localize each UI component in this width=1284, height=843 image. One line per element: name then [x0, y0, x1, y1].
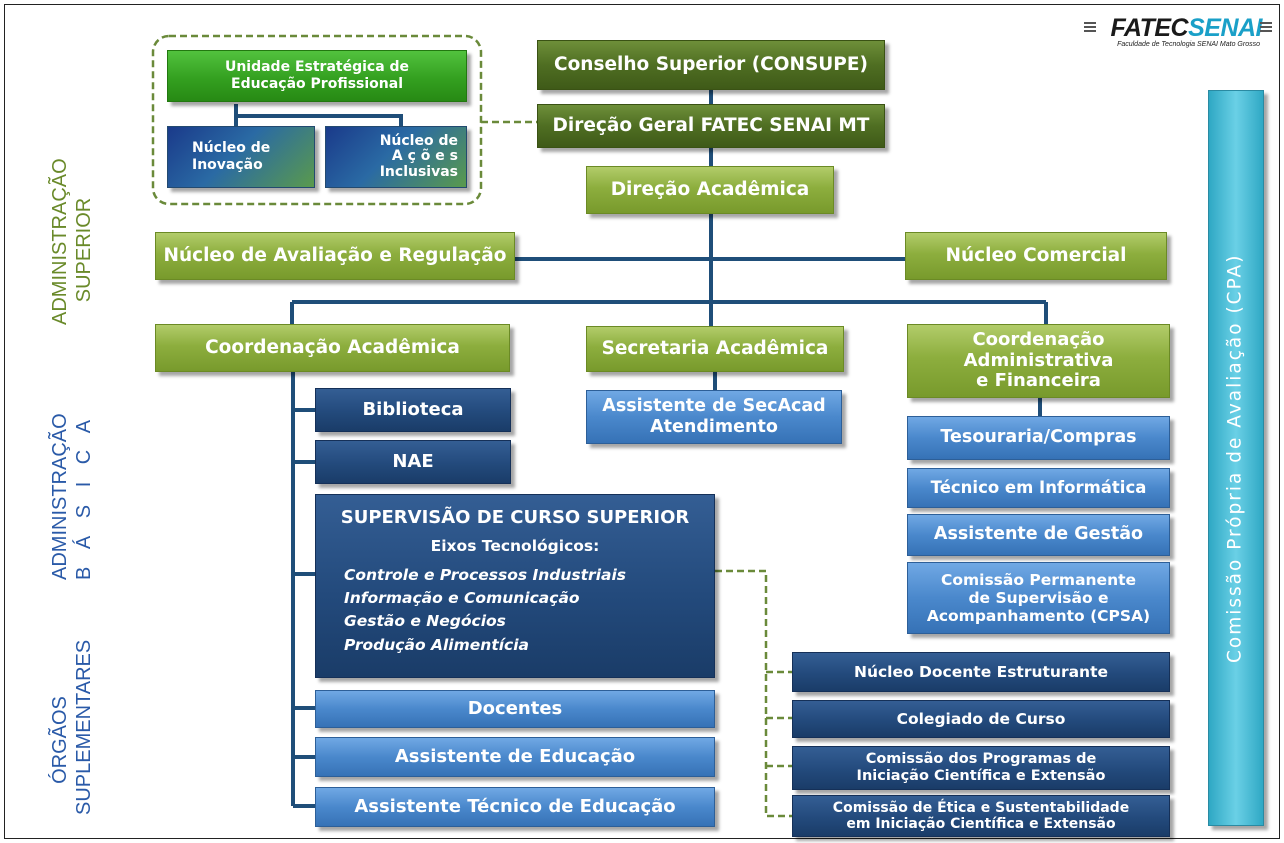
logo-bars-right — [1260, 22, 1272, 32]
nucleo-inovacao-line1: Núcleo de — [192, 139, 271, 156]
cpa-label: Comissão Própria de Avaliação (CPA) — [1224, 253, 1246, 663]
unidade-branch — [234, 104, 403, 126]
coord-adm-line1: Coordenação — [972, 328, 1105, 350]
supervisao-dashed-ticks — [766, 670, 792, 768]
assistente-secacad-line2: Atendimento — [650, 417, 778, 437]
coord-administrativa-box: Coordenação Administrativa e Financeira — [907, 324, 1170, 398]
coord-adm-line2: Administrativa — [963, 349, 1114, 371]
nucleo-avaliacao-box: Núcleo de Avaliação e Regulação — [155, 232, 515, 280]
assistente-tecnico-box: Assistente Técnico de Educação — [315, 787, 715, 827]
logo-senai-text: SENAI — [1188, 14, 1262, 42]
nucleo-inovacao-line2: Inovação — [192, 157, 263, 173]
colegiado-label: Colegiado de Curso — [896, 709, 1066, 728]
side-label-admin-basica: ADMINISTRAÇÃO B Á S I C A — [49, 413, 101, 580]
direcao-academica-box: Direção Acadêmica — [586, 166, 834, 214]
comissao-programas-line2: Iniciação Científica e Extensão — [856, 768, 1106, 784]
tecnico-informatica-box: Técnico em Informática — [907, 468, 1170, 508]
side-label-orgaos-line2: SUPLEMENTARES — [72, 639, 95, 815]
side-label-admin-basica-line2: B Á S I C A — [72, 413, 95, 580]
nucleo-acoes-line1: Núcleo de — [379, 132, 458, 149]
comissao-etica-box: Comissão de Ética e Sustentabilidade em … — [792, 795, 1170, 837]
side-label-admin-superior-line2: SUPERIOR — [72, 197, 95, 303]
nucleo-inovacao-box: Núcleo de Inovação — [167, 126, 315, 188]
consupe-box: Conselho Superior (CONSUPE) — [537, 40, 885, 90]
assistente-gestao-box: Assistente de Gestão — [907, 514, 1170, 556]
eixo-item: Controle e Processos Industriais — [344, 565, 627, 584]
comissao-etica-line2: em Iniciação Científica e Extensão — [846, 816, 1116, 832]
nae-box: NAE — [315, 440, 511, 484]
nucleo-acoes-line3: Inclusivas — [379, 163, 458, 180]
unidade-dashed-group — [151, 34, 483, 206]
supervisao-title: SUPERVISÃO DE CURSO SUPERIOR — [340, 507, 690, 528]
secretaria-academica-box: Secretaria Acadêmica — [586, 326, 844, 372]
eixo-item: Gestão e Negócios — [344, 612, 506, 631]
assistente-secacad-line1: Assistente de SecAcad — [602, 396, 826, 416]
nucleo-comercial-label: Núcleo Comercial — [945, 244, 1127, 266]
nucleo-avaliacao-label: Núcleo de Avaliação e Regulação — [163, 244, 507, 266]
comissao-programas-box: Comissão dos Programas de Iniciação Cien… — [792, 746, 1170, 790]
coord-adm-line3: e Financeira — [976, 370, 1101, 392]
coord-academica-box: Coordenação Acadêmica — [155, 324, 510, 372]
direcao-geral-label: Direção Geral FATEC SENAI MT — [552, 114, 870, 136]
cpsa-line3: Acompanhamento (CPSA) — [926, 607, 1151, 626]
tecnico-informatica-label: Técnico em Informática — [930, 477, 1147, 497]
nde-box: Núcleo Docente Estruturante — [792, 652, 1170, 692]
supervisao-curso-box: SUPERVISÃO DE CURSO SUPERIOR Eixos Tecno… — [315, 494, 715, 678]
side-label-orgaos: ÓRGÃOS SUPLEMENTARES — [49, 639, 101, 815]
assistente-secacad-box: Assistente de SecAcad Atendimento — [586, 390, 842, 444]
biblioteca-label: Biblioteca — [362, 399, 464, 421]
logo-fatec-text: FATEC — [1110, 14, 1189, 42]
fatecsenai-logo: FATECSENAI Faculdade de Tecnologia SENAI… — [1062, 14, 1272, 48]
eixos-title: Eixos Tecnológicos: — [430, 536, 600, 555]
direcao-academica-label: Direção Acadêmica — [610, 178, 810, 200]
comissao-programas-line1: Comissão dos Programas de — [865, 751, 1097, 768]
eixo-item: Informação e Comunicação — [344, 589, 580, 608]
docentes-box: Docentes — [315, 690, 715, 728]
colegiado-box: Colegiado de Curso — [792, 700, 1170, 738]
coord-academica-ticks — [293, 408, 315, 808]
logo-wordmark: FATECSENAI — [1111, 14, 1263, 43]
nucleo-acoes-line2: A ç õ e s — [391, 148, 458, 165]
eixo-item: Produção Alimentícia — [344, 635, 530, 654]
tesouraria-label: Tesouraria/Compras — [940, 427, 1137, 448]
side-label-admin-superior-line1: ADMINISTRAÇÃO — [49, 158, 71, 325]
unidade-estrategica-line2: Educação Profissional — [231, 76, 403, 92]
tesouraria-box: Tesouraria/Compras — [907, 416, 1170, 460]
biblioteca-box: Biblioteca — [315, 388, 511, 432]
nde-label: Núcleo Docente Estruturante — [853, 662, 1109, 681]
assistente-gestao-label: Assistente de Gestão — [933, 524, 1144, 545]
cpsa-line2: de Supervisão e — [968, 588, 1109, 607]
assistente-tecnico-label: Assistente Técnico de Educação — [354, 796, 676, 818]
logo-subtitle: Faculdade de Tecnologia SENAI Mato Gross… — [1117, 41, 1260, 48]
eixos-list: Controle e Processos Industriais Informa… — [322, 564, 708, 657]
cpa-bar: Comissão Própria de Avaliação (CPA) — [1208, 90, 1264, 826]
coord-academica-label: Coordenação Acadêmica — [205, 336, 460, 358]
logo-bars-left — [1084, 22, 1096, 32]
comissao-etica-line1: Comissão de Ética e Sustentabilidade — [832, 799, 1130, 816]
side-label-orgaos-line1: ÓRGÃOS — [49, 696, 71, 784]
nucleo-comercial-box: Núcleo Comercial — [905, 232, 1167, 280]
nae-label: NAE — [392, 451, 434, 473]
nucleo-acoes-inclusivas-box: Núcleo de A ç õ e s Inclusivas — [325, 126, 467, 188]
supervisao-dashed-link — [715, 569, 792, 818]
side-label-admin-basica-line1: ADMINISTRAÇÃO — [49, 413, 71, 580]
unidade-estrategica-box: Unidade Estratégica de Educação Profissi… — [167, 50, 467, 102]
cpsa-line1: Comissão Permanente — [940, 570, 1137, 589]
consupe-label: Conselho Superior (CONSUPE) — [554, 53, 868, 75]
secretaria-academica-label: Secretaria Acadêmica — [601, 337, 829, 359]
assistente-educacao-label: Assistente de Educação — [394, 746, 636, 768]
docentes-label: Docentes — [467, 698, 563, 720]
unidade-estrategica-line1: Unidade Estratégica de — [224, 58, 410, 75]
direcao-geral-box: Direção Geral FATEC SENAI MT — [537, 104, 885, 148]
assistente-educacao-box: Assistente de Educação — [315, 737, 715, 777]
cpsa-box: Comissão Permanente de Supervisão e Acom… — [907, 562, 1170, 634]
side-label-admin-superior: ADMINISTRAÇÃO SUPERIOR — [49, 158, 101, 325]
